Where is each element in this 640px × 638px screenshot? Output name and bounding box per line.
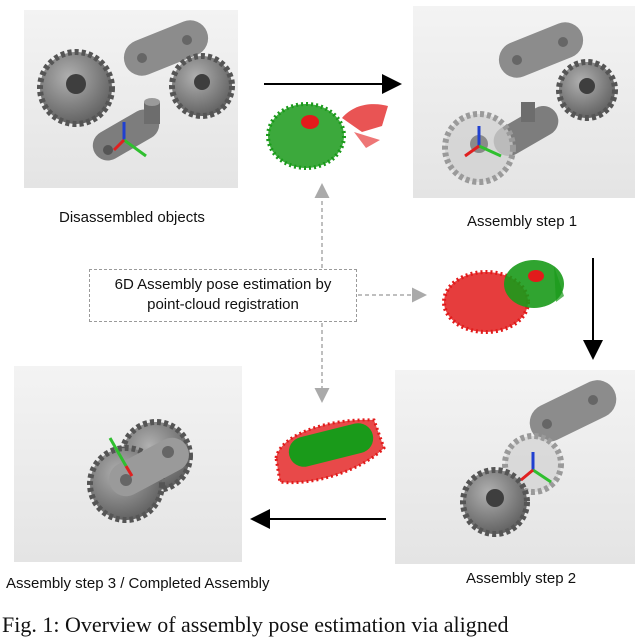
point-cloud-2	[438, 256, 568, 338]
panel-disassembled	[24, 10, 238, 188]
point-cloud-3	[270, 408, 390, 490]
label-step3: Assembly step 3 / Completed Assembly	[6, 575, 270, 592]
step2-illustration	[460, 380, 617, 537]
panel-step3	[14, 366, 242, 562]
panel-step2	[395, 370, 635, 564]
pose-estimation-line1: 6D Assembly pose estimation by	[114, 276, 332, 293]
pose-axes	[464, 126, 502, 158]
pose-axes	[520, 452, 552, 484]
gear-right	[169, 53, 235, 119]
disassembled-objects-illustration	[37, 20, 235, 161]
label-step1: Assembly step 1	[467, 213, 578, 230]
link-plate	[498, 22, 584, 78]
figure-caption: Fig. 1: Overview of assembly pose estima…	[2, 612, 509, 637]
link-plate-assembled	[109, 437, 189, 497]
gear-left	[37, 49, 115, 127]
step3-illustration	[87, 419, 193, 523]
pose-axes	[112, 122, 147, 158]
link-plate	[123, 20, 209, 76]
pose-estimation-line2: point-cloud registration	[147, 296, 299, 313]
point-cloud-1	[262, 96, 392, 176]
panel-step1	[413, 6, 635, 198]
label-disassembled: Disassembled objects	[59, 209, 205, 226]
pose-axes	[108, 437, 134, 477]
step1-illustration	[442, 22, 618, 185]
arrows-overlay	[250, 74, 603, 529]
pose-estimation-box: 6D Assembly pose estimation by point-clo…	[89, 269, 357, 322]
link-plate	[529, 380, 617, 442]
label-step2: Assembly step 2	[466, 570, 577, 587]
gear-bottom	[460, 467, 530, 537]
gear-right	[556, 59, 618, 121]
link-with-posts	[92, 98, 160, 161]
